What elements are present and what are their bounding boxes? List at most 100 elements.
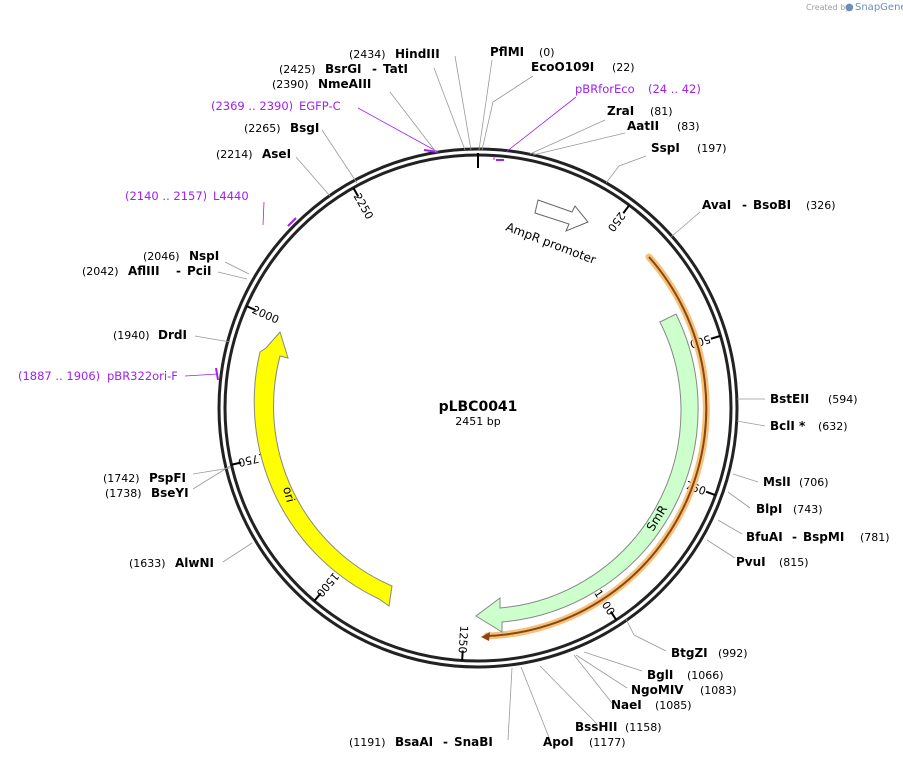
leader-lines <box>184 55 766 741</box>
tick-mark <box>352 187 360 198</box>
enzyme-label[interactable]: ApoI <box>543 735 574 749</box>
smr-orf-line[interactable] <box>486 256 708 637</box>
primer-label[interactable]: pBRforEco <box>575 82 635 96</box>
tick-mark <box>622 204 631 214</box>
enzyme-label[interactable]: EcoO109I <box>531 60 594 74</box>
enzyme-labels: PflMI (0) EcoO109I (22) ZraI (81) AatII … <box>349 45 890 749</box>
enzyme-label[interactable]: AseI <box>262 147 291 161</box>
tick-label: 1750 <box>237 450 267 469</box>
enzyme-label[interactable]: NmeAIII <box>318 77 371 91</box>
feature-ori[interactable] <box>253 330 393 607</box>
enzyme-position: (1177) <box>589 736 626 749</box>
enzyme-label[interactable]: BsgI <box>290 121 319 135</box>
enzyme-label[interactable]: SspI <box>651 141 680 155</box>
enzyme-label[interactable]: TatI <box>383 62 408 76</box>
enzyme-label[interactable]: BseYI <box>151 486 189 500</box>
enzyme-position: (706) <box>799 476 829 489</box>
enzyme-label[interactable]: AflIII <box>128 264 160 278</box>
tick-mark <box>705 490 716 497</box>
enzyme-position: (2042) <box>82 265 119 278</box>
enzyme-label[interactable]: PciI <box>187 264 212 278</box>
enzyme-label[interactable]: PflMI <box>490 45 524 59</box>
enzyme-label[interactable]: NgoMIV <box>631 683 684 697</box>
enzyme-position: (2425) <box>279 63 316 76</box>
primer-mark-l4440 <box>287 217 297 227</box>
primer-labels: pBRforEco (24 .. 42) (2369 .. 2390) EGFP… <box>18 82 701 383</box>
enzyme-position: (1742) <box>103 472 140 485</box>
tick-mark <box>313 592 322 602</box>
enzyme-separator: - <box>443 735 448 749</box>
enzyme-label[interactable]: BssHII <box>575 720 617 734</box>
enzyme-label[interactable]: DrdI <box>158 328 187 342</box>
enzyme-position: (0) <box>539 46 555 59</box>
enzyme-position: (815) <box>779 556 809 569</box>
enzyme-position: (1083) <box>700 684 737 697</box>
enzyme-label[interactable]: BsrGI <box>325 62 362 76</box>
primer-label[interactable]: EGFP-C <box>299 99 341 113</box>
enzyme-label[interactable]: BspMI <box>803 530 844 544</box>
primer-range: (24 .. 42) <box>648 82 701 96</box>
enzyme-label[interactable]: BfuAI <box>746 530 783 544</box>
plasmid-size: 2451 bp <box>455 415 500 428</box>
enzyme-label[interactable]: BlpI <box>756 502 782 516</box>
feature-smr[interactable] <box>475 313 699 633</box>
tick-mark <box>461 650 464 661</box>
enzyme-position: (594) <box>828 393 858 406</box>
enzyme-label[interactable]: AvaI <box>702 198 731 212</box>
enzyme-label[interactable]: AlwNI <box>175 556 214 570</box>
tick-label: 1250 <box>456 625 471 654</box>
enzyme-label[interactable]: PspFI <box>149 471 186 485</box>
smr-orf-arrowhead <box>481 632 490 641</box>
enzyme-label[interactable]: BsaAI <box>395 735 433 749</box>
primer-label[interactable]: L4440 <box>213 189 249 203</box>
primer-range: (1887 .. 1906) <box>18 369 100 383</box>
feature-label-ori: ori <box>280 485 298 504</box>
enzyme-labels-left: (1633) AlwNI (1742) PspFI (1738) BseYI (… <box>82 47 440 570</box>
created-by-label: Created by <box>806 3 850 12</box>
enzyme-position: (743) <box>793 503 823 516</box>
enzyme-label[interactable]: NspI <box>189 249 219 263</box>
enzyme-label[interactable]: MslI <box>763 475 791 489</box>
enzyme-position: (197) <box>697 142 727 155</box>
enzyme-label[interactable]: ZraI <box>607 104 634 118</box>
tick-mark <box>609 610 618 621</box>
enzyme-position: (992) <box>718 647 748 660</box>
enzyme-label[interactable]: BsoBI <box>753 198 791 212</box>
enzyme-label[interactable]: NaeI <box>611 698 642 712</box>
enzyme-position: (22) <box>612 61 635 74</box>
enzyme-position: (1940) <box>113 329 150 342</box>
feature-ampr-promoter[interactable] <box>534 199 589 232</box>
enzyme-label[interactable]: HindIII <box>395 47 440 61</box>
enzyme-separator: - <box>176 264 181 278</box>
enzyme-label[interactable]: SnaBI <box>454 735 493 749</box>
primer-range: (2140 .. 2157) <box>125 189 207 203</box>
enzyme-position: (2390) <box>272 78 309 91</box>
enzyme-position: (2214) <box>216 148 253 161</box>
enzyme-label[interactable]: BtgZI <box>671 646 708 660</box>
enzyme-position: (2434) <box>349 48 386 61</box>
enzyme-separator: - <box>372 62 377 76</box>
enzyme-label[interactable]: BclI * <box>770 419 806 433</box>
enzyme-position: (1066) <box>687 669 724 682</box>
plasmid-name: pLBC0041 <box>439 399 518 415</box>
enzyme-position: (781) <box>860 531 890 544</box>
enzyme-position: (1085) <box>655 699 692 712</box>
primer-label[interactable]: pBR322ori-F <box>107 369 178 383</box>
tick-label: 2000 <box>250 303 281 326</box>
snapgene-logo: ● <box>845 2 854 13</box>
enzyme-position: (81) <box>650 105 673 118</box>
tick-mark <box>246 305 256 312</box>
feature-label-ampr-promoter: AmpR promoter <box>504 220 598 267</box>
tick-label: 2250 <box>351 191 376 222</box>
enzyme-position: (1738) <box>105 487 142 500</box>
tick-label: 1500 <box>313 570 341 600</box>
backbone-outer-strand <box>217 147 739 669</box>
enzyme-position: (2265) <box>244 122 281 135</box>
enzyme-position: (326) <box>806 199 836 212</box>
enzyme-label[interactable]: AatII <box>627 119 659 133</box>
enzyme-label[interactable]: PvuI <box>736 555 766 569</box>
enzyme-position: (632) <box>818 420 848 433</box>
enzyme-label[interactable]: BglI <box>647 668 673 682</box>
enzyme-label[interactable]: BstEII <box>770 392 809 406</box>
